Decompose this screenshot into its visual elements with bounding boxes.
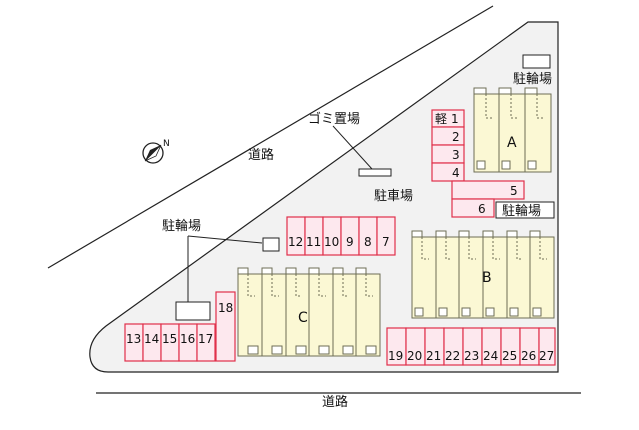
parking-space-7 — [376, 216, 396, 256]
parking-lot-label: 駐車場 — [374, 189, 413, 204]
parking-space-4 — [431, 162, 465, 182]
road-label-top: 道路 — [248, 147, 274, 163]
svg-text:N: N — [163, 139, 170, 149]
garbage-area — [358, 168, 392, 177]
parking-middle-row — [286, 216, 396, 256]
parking-number-7: 7 — [382, 235, 390, 249]
parking-number-13: 13 — [126, 332, 141, 346]
parking-number-3: 3 — [452, 148, 460, 162]
road-edge-upper — [47, 5, 494, 269]
bike-parking-top — [522, 54, 551, 69]
parking-number-6: 6 — [478, 202, 486, 216]
parking-space-6 — [451, 198, 495, 218]
parking-number-1: 1 — [451, 112, 459, 126]
parking-number-27: 27 — [539, 349, 554, 363]
parking-number-8: 8 — [364, 235, 372, 249]
parking-number-12: 12 — [288, 235, 303, 249]
parking-number-22: 22 — [445, 349, 460, 363]
parking-number-21: 21 — [426, 349, 441, 363]
building-b-label: B — [482, 270, 492, 286]
parking-number-19: 19 — [388, 349, 403, 363]
bike-parking-label-top: 駐輪場 — [513, 71, 552, 87]
garbage-leader — [332, 125, 373, 170]
bike-left-leader-1 — [187, 235, 263, 244]
parking-number-4: 4 — [452, 166, 460, 180]
bike-parking-label-mid: 駐輪場 — [502, 203, 541, 219]
building-b — [411, 230, 555, 319]
parking-number-10: 10 — [324, 235, 339, 249]
parking-number-24: 24 — [483, 349, 498, 363]
bike-parking-mid-right — [495, 201, 555, 219]
garbage-label: ゴミ置場 — [308, 111, 360, 127]
parking-number-5: 5 — [510, 184, 518, 198]
road-label-bottom: 道路 — [322, 394, 348, 410]
parking-space-27 — [538, 327, 556, 366]
parking-number-14: 14 — [144, 332, 159, 346]
parking-left-row — [124, 291, 236, 362]
parking-number-18: 18 — [218, 301, 233, 315]
parking-number-11: 11 — [306, 235, 321, 249]
parking-right-column — [431, 109, 525, 218]
bike-parking-left-box — [175, 301, 211, 321]
parking-space-17 — [196, 323, 216, 362]
parking-number-2: 2 — [452, 130, 460, 144]
parking-number-25: 25 — [502, 349, 517, 363]
kei-car-label: 軽 — [435, 112, 447, 126]
building-a-label: A — [507, 135, 517, 151]
bike-parking-label-left: 駐輪場 — [162, 218, 201, 234]
parking-number-23: 23 — [464, 349, 479, 363]
building-c-label: C — [298, 310, 308, 326]
parking-number-16: 16 — [180, 332, 195, 346]
parking-number-9: 9 — [346, 235, 354, 249]
parking-bottom-row — [386, 327, 556, 366]
north-arrow-icon: N — [142, 139, 170, 164]
building-c — [237, 267, 381, 357]
building-a — [473, 87, 552, 173]
bike-parking-left-box-small — [262, 237, 280, 252]
parking-number-17: 17 — [198, 332, 213, 346]
parking-space-18 — [215, 291, 236, 362]
parking-number-26: 26 — [521, 349, 536, 363]
parking-number-20: 20 — [407, 349, 422, 363]
parking-number-15: 15 — [162, 332, 177, 346]
